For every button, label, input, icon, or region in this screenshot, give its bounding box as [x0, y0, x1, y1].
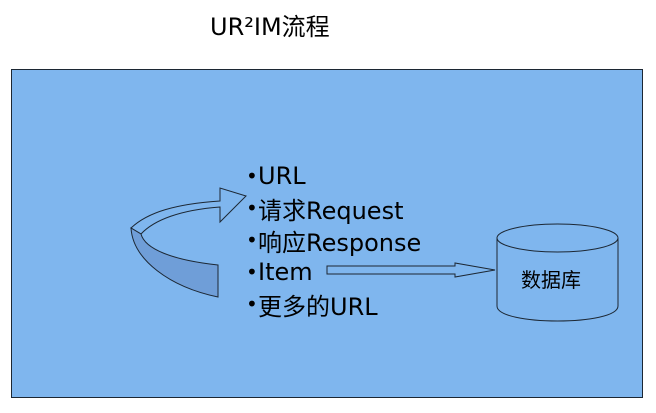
process-list: • URL • 请求Request • 响应Response • Item • … [246, 160, 422, 321]
bullet-icon: • [246, 292, 258, 316]
list-item: • 请求Request [246, 192, 421, 225]
list-item: • Item [246, 256, 421, 288]
right-arrow-icon [326, 262, 496, 278]
list-item-label: 更多的URL [258, 292, 378, 321]
list-item: • 响应Response [246, 224, 422, 257]
list-item-label: 响应Response [258, 228, 422, 257]
database-label: 数据库 [521, 268, 581, 292]
list-item-label: 请求Request [258, 196, 404, 225]
bullet-icon: • [246, 164, 258, 188]
list-item-label: URL [258, 162, 306, 190]
list-item-label: Item [258, 258, 313, 286]
bullet-icon: • [246, 196, 258, 220]
curved-arrow-icon [130, 187, 247, 298]
page-title: UR²IM流程 [210, 13, 330, 41]
bullet-icon: • [246, 228, 258, 252]
bullet-icon: • [246, 260, 258, 284]
list-item: • 更多的URL [246, 288, 421, 321]
list-item: • URL [246, 160, 421, 192]
database-cylinder-icon [496, 223, 619, 322]
